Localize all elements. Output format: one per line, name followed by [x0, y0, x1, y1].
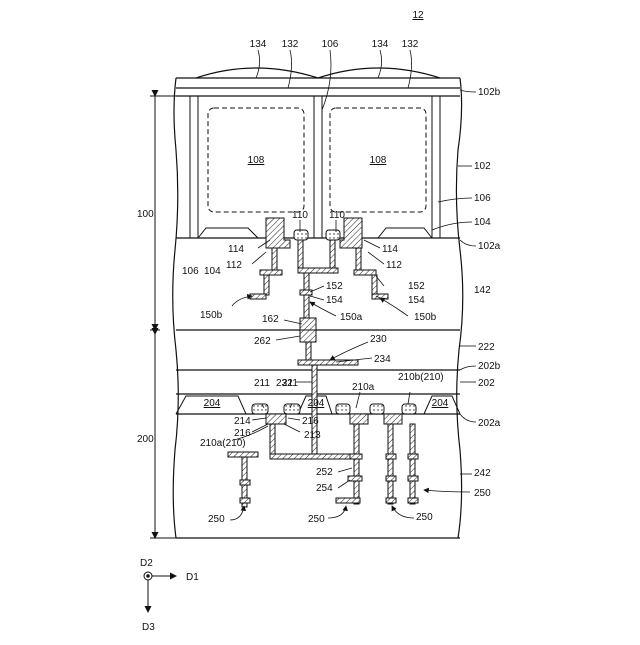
label-210a-210: 210a(210)	[200, 438, 246, 449]
label-242: 242	[474, 468, 491, 479]
label-250: 250	[208, 514, 225, 525]
label-262: 262	[254, 336, 271, 347]
label-150b: 150b	[414, 312, 437, 323]
label-211: 211	[282, 378, 298, 389]
axis-labels: D2 D1 D3	[140, 558, 199, 633]
figure-number-label: 12	[412, 10, 424, 21]
label-230: 230	[370, 334, 387, 345]
label-102a: 102a	[478, 241, 501, 252]
label-112: 112	[226, 260, 242, 271]
label-102: 102	[474, 161, 491, 172]
axis-indicator	[144, 572, 176, 612]
label-114: 114	[382, 244, 398, 255]
label-210a: 210a	[352, 382, 375, 393]
photodiode-regions	[208, 108, 426, 212]
label-102b: 102b	[478, 87, 501, 98]
label-234: 234	[374, 354, 391, 365]
pixel-isolation-grid	[190, 96, 440, 238]
label-202b: 202b	[478, 361, 501, 372]
label-110: 110	[329, 210, 345, 221]
label-104: 104	[204, 266, 221, 277]
label-216: 216	[302, 416, 319, 427]
label-211: 211	[254, 378, 270, 389]
label-132: 132	[282, 39, 299, 50]
label-150b: 150b	[200, 310, 223, 321]
label-204: 204	[204, 398, 221, 409]
axis-d2-label: D2	[140, 558, 153, 569]
label-106: 106	[322, 39, 339, 50]
label-142: 142	[474, 285, 491, 296]
label-134: 134	[250, 39, 267, 50]
label-162: 162	[262, 314, 279, 325]
label-152: 152	[408, 281, 425, 292]
label-250: 250	[416, 512, 433, 523]
label-104: 104	[474, 217, 491, 228]
isolation-regions-top	[198, 228, 432, 238]
label-202: 202	[478, 378, 495, 389]
label-222: 222	[478, 342, 495, 353]
label-106: 106	[182, 266, 199, 277]
label-204: 204	[432, 398, 449, 409]
label-202a: 202a	[478, 418, 501, 429]
label-152: 152	[326, 281, 343, 292]
label-154: 154	[408, 295, 425, 306]
label-114: 114	[228, 244, 244, 255]
axis-d1-label: D1	[186, 572, 199, 583]
label-250: 250	[474, 488, 491, 499]
label-110: 110	[292, 210, 308, 221]
label-132: 132	[402, 39, 419, 50]
label-252: 252	[316, 467, 333, 478]
label-100: 100	[137, 209, 154, 220]
label-214: 214	[234, 416, 251, 427]
microlenses	[196, 68, 440, 78]
label-200: 200	[137, 434, 154, 445]
label-254: 254	[316, 483, 333, 494]
label-108: 108	[370, 155, 387, 166]
label-108: 108	[248, 155, 265, 166]
label-154: 154	[326, 295, 343, 306]
label-250: 250	[308, 514, 325, 525]
label-210b-210: 210b(210)	[398, 372, 444, 383]
label-106: 106	[474, 193, 491, 204]
label-213: 213	[304, 430, 321, 441]
label-134: 134	[372, 39, 389, 50]
axis-d3-label: D3	[142, 622, 155, 633]
label-204: 204	[308, 398, 325, 409]
label-112: 112	[386, 260, 402, 271]
label-150a: 150a	[340, 312, 363, 323]
bonding-pads	[298, 318, 358, 365]
